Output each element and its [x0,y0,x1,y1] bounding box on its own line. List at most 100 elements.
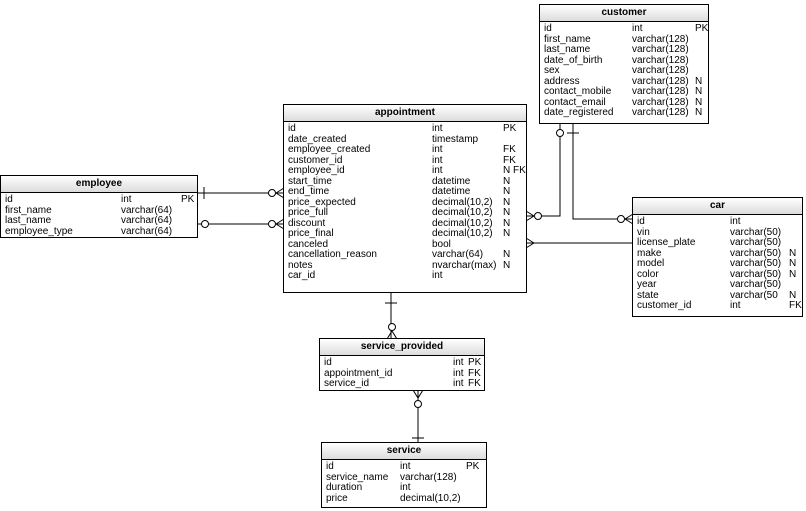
column-name: sex [544,65,560,76]
column-type: int [730,216,741,227]
column-type: decimal(10,2) [432,207,493,218]
column-name: date_of_birth [544,54,603,66]
column-name: contact_email [544,96,606,108]
column-name: employee_type [5,225,73,237]
column-key: N [503,249,511,260]
column-name: canceled [288,238,329,250]
column-type: varchar(128) [632,33,689,45]
customer-appointment-relation [525,123,564,222]
appointment-column-row[interactable]: price_full decimal(10,2) N [284,207,526,219]
service-table-header: service [322,443,486,460]
column-type: int [453,357,464,368]
column-key: PK [181,194,195,205]
service-provided-table-header: service_provided [320,339,484,356]
column-key: FK [789,300,802,311]
column-type: varchar(50) [730,279,782,290]
column-name: id [637,216,645,227]
appointment-service-provided-relation [385,292,398,340]
employee-table-header: employee [1,176,197,193]
column-name: contact_mobile [544,86,612,97]
column-name: id [288,123,296,134]
column-name: state [637,289,659,301]
column-name: date_created [288,133,347,145]
column-name: last_name [544,44,591,55]
column-name: service_name [326,471,389,483]
column-type: int [432,154,443,166]
column-type: varchar(50) [730,237,782,248]
column-type: nvarchar(max) [432,259,497,271]
column-type: varchar(128) [632,65,689,76]
column-type: decimal(10,2) [432,228,493,239]
column-name: appointment_id [324,367,393,379]
car-column-row[interactable]: id int [633,216,802,228]
customer-column-row[interactable]: sex varchar(128) [540,65,708,77]
column-name: service_id [324,378,370,389]
column-type: varchar(50) [730,247,782,259]
column-type: int [632,23,643,34]
column-type: varchar(50) [730,268,782,280]
column-type: decimal(10,2) [432,217,493,229]
column-type: int [432,165,443,176]
column-key: FK [503,154,516,166]
column-key: N [503,207,511,218]
appointment-column-row[interactable]: price_final decimal(10,2) N [284,228,526,240]
column-type: int [730,300,741,311]
appointment-car-relation [525,237,633,249]
column-key: N [503,228,511,239]
column-name: cancellation_reason [288,249,377,260]
column-name: notes [288,259,313,271]
column-name: price_final [288,228,334,239]
column-type: varchar(128) [632,75,689,87]
column-name: price_expected [288,196,356,208]
column-type: varchar(50) [730,226,782,238]
column-name: price_full [288,207,329,218]
column-name: date_registered [544,107,614,118]
